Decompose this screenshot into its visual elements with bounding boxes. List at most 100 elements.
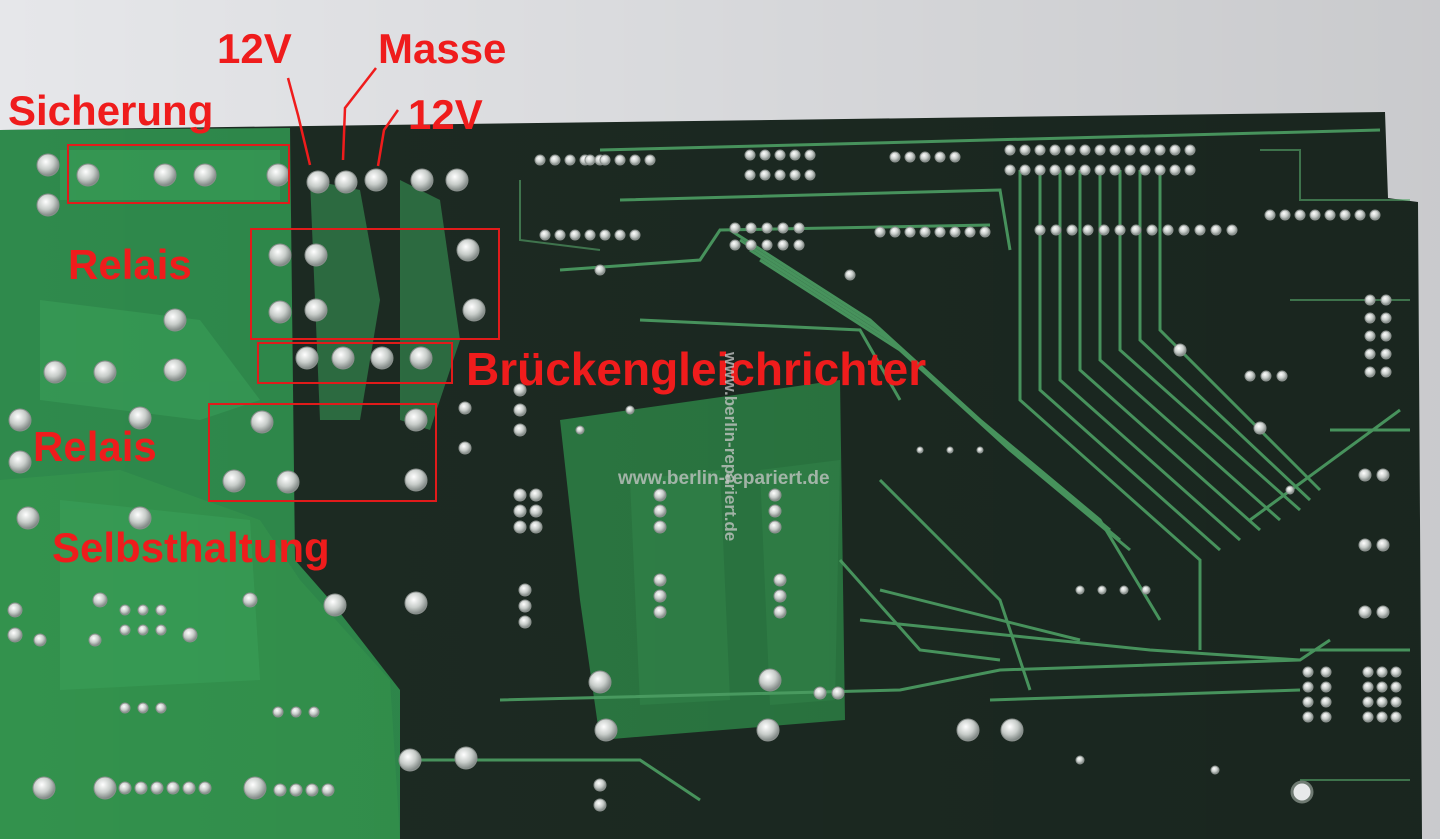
solder-pad — [774, 149, 786, 161]
solder-pad — [1064, 144, 1076, 156]
solder-pad — [93, 776, 117, 800]
solder-pad — [153, 163, 177, 187]
solder-pad — [774, 169, 786, 181]
solder-pad — [614, 229, 626, 241]
solder-pad — [1034, 144, 1046, 156]
solder-pad — [137, 624, 149, 636]
solder-pad — [1320, 681, 1332, 693]
solder-pad — [1139, 164, 1151, 176]
relais-top-highlight-box — [250, 228, 500, 340]
solder-pad — [243, 776, 267, 800]
solder-pad — [1049, 164, 1061, 176]
solder-pad — [1358, 605, 1372, 619]
solder-pad — [1364, 312, 1376, 324]
solder-pad — [308, 706, 320, 718]
solder-pad — [1034, 224, 1046, 236]
solder-pad — [404, 591, 428, 615]
solder-pad — [777, 239, 789, 251]
solder-pad — [1294, 209, 1306, 221]
label-masse: Masse — [378, 25, 507, 72]
solder-pad — [1320, 696, 1332, 708]
solder-pad — [1380, 348, 1392, 360]
solder-pad — [290, 706, 302, 718]
solder-pad — [874, 226, 886, 238]
label-12v-right: 12V — [408, 91, 483, 138]
solder-pad — [653, 605, 667, 619]
solder-pad — [1109, 164, 1121, 176]
solder-pad — [1276, 370, 1288, 382]
solder-pad — [1169, 164, 1181, 176]
solder-pad — [729, 222, 741, 234]
solder-pad — [653, 589, 667, 603]
solder-pad — [513, 403, 527, 417]
solder-pad — [513, 520, 527, 534]
solder-pad — [1364, 330, 1376, 342]
sicherung-highlight-box — [67, 144, 290, 204]
solder-pad — [946, 446, 954, 454]
solder-pad — [777, 222, 789, 234]
solder-pad — [759, 149, 771, 161]
solder-pad — [334, 170, 358, 194]
solder-pad — [92, 592, 108, 608]
solder-pad — [529, 520, 543, 534]
solder-pad — [462, 298, 486, 322]
solder-pad — [1139, 144, 1151, 156]
solder-pad — [1285, 485, 1295, 495]
solder-pad — [1075, 585, 1085, 595]
solder-pad — [549, 154, 561, 166]
solder-pad — [569, 229, 581, 241]
solder-pad — [119, 624, 131, 636]
solder-pad — [768, 504, 782, 518]
solder-pad — [304, 298, 328, 322]
solder-pad — [458, 401, 472, 415]
solder-pad — [1141, 585, 1151, 595]
solder-pad — [1124, 144, 1136, 156]
solder-pad — [844, 269, 856, 281]
solder-pad — [454, 746, 478, 770]
solder-pad — [1380, 366, 1392, 378]
solder-pad — [410, 168, 434, 192]
solder-pad — [949, 226, 961, 238]
solder-pad — [773, 605, 787, 619]
solder-pad — [1094, 164, 1106, 176]
solder-pad — [1210, 765, 1220, 775]
solder-pad — [593, 798, 607, 812]
solder-pad — [916, 446, 924, 454]
solder-pad — [445, 168, 469, 192]
solder-pad — [653, 504, 667, 518]
solder-pad — [934, 151, 946, 163]
solder-pad — [155, 702, 167, 714]
solder-pad — [1162, 224, 1174, 236]
solder-pad — [564, 154, 576, 166]
solder-pad — [456, 238, 480, 262]
solder-pad — [1376, 711, 1388, 723]
solder-pad — [155, 604, 167, 616]
solder-pad — [1320, 711, 1332, 723]
solder-pad — [789, 149, 801, 161]
solder-pad — [518, 599, 532, 613]
solder-pad — [1049, 144, 1061, 156]
solder-pad — [1244, 370, 1256, 382]
solder-pad — [273, 783, 287, 797]
solder-pad — [1079, 144, 1091, 156]
pointer-12v-left — [286, 77, 312, 166]
solder-pad — [150, 781, 164, 795]
solder-pad — [1309, 209, 1321, 221]
solder-pad — [1380, 330, 1392, 342]
watermark-horizontal: www.berlin-repariert.de — [618, 468, 830, 489]
solder-pad — [8, 450, 32, 474]
solder-pad — [653, 573, 667, 587]
solder-pad — [88, 633, 102, 647]
solder-pad — [76, 163, 100, 187]
solder-pad — [1358, 468, 1372, 482]
solder-pad — [1380, 294, 1392, 306]
pointer-masse — [341, 67, 377, 161]
solder-pad — [1109, 144, 1121, 156]
solder-pad — [534, 154, 546, 166]
solder-pad — [304, 243, 328, 267]
solder-pad — [1260, 370, 1272, 382]
solder-pad — [1302, 696, 1314, 708]
solder-pad — [513, 423, 527, 437]
solder-pad — [1004, 144, 1016, 156]
